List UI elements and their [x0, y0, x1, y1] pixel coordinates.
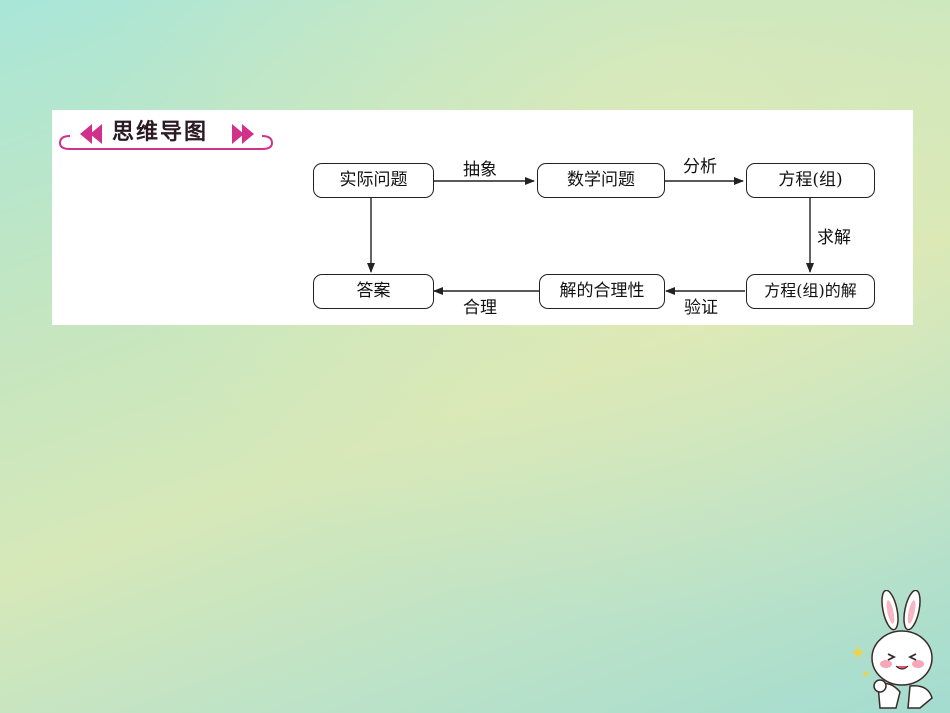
label-analyze: 分析 — [683, 157, 717, 177]
label-solve: 求解 — [817, 228, 851, 248]
label-verify: 验证 — [684, 298, 718, 318]
label-reasonable: 合理 — [463, 298, 497, 318]
node-math-problem: 数学问题 — [537, 163, 665, 198]
flow-connectors — [367, 177, 814, 295]
heading-title: 思维导图 — [112, 120, 209, 145]
mind-map-panel: 思维导图 实际问题 数学问题 方程(组) 方程(组)的解 解的合理性 答案 抽象… — [52, 110, 913, 325]
bunny-mascot-icon — [851, 590, 933, 709]
node-solution-reasonableness: 解的合理性 — [539, 274, 665, 309]
node-equation-solution: 方程(组)的解 — [746, 274, 875, 309]
label-abstract: 抽象 — [463, 160, 497, 180]
node-equation: 方程(组) — [746, 163, 875, 198]
node-practical-problem: 实际问题 — [313, 163, 434, 198]
heading-frame — [58, 120, 274, 150]
section-heading: 思维导图 — [56, 116, 274, 152]
node-answer: 答案 — [313, 274, 434, 309]
